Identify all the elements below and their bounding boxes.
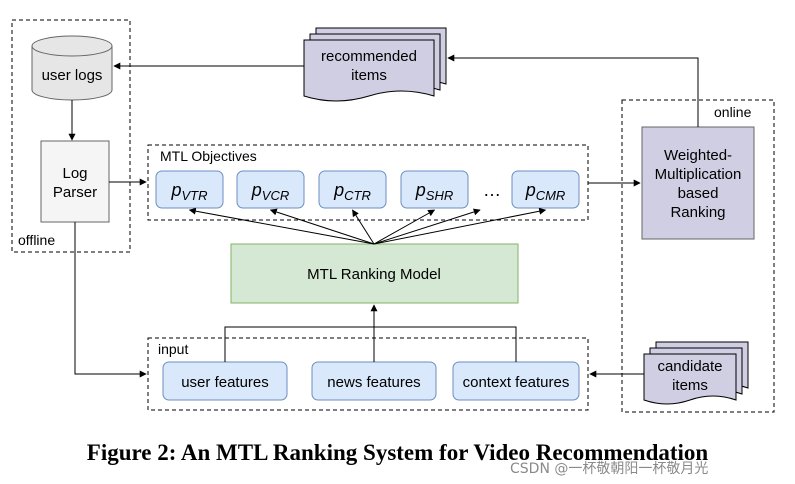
news-features-box: news features — [311, 361, 437, 401]
arrow-model-to-ctr — [352, 209, 375, 245]
context-features-box: context features — [452, 361, 580, 401]
online-label: online — [714, 104, 752, 120]
connectors — [68, 54, 699, 378]
arrow-model-to-vcr — [269, 208, 375, 245]
candidate-items-line1: candidate — [657, 358, 722, 375]
objective-box-ctr: pCTR — [318, 170, 387, 209]
arrow-ranking-to-recommended — [447, 54, 699, 127]
arrow-model-to-shr — [373, 209, 436, 245]
candidate-items-line2: items — [672, 377, 708, 394]
mtl-ranking-model-box: MTL Ranking Model — [230, 243, 519, 304]
watermark: CSDN @一杯敬朝阳一杯敬月光 — [510, 461, 709, 477]
user-logs-database: user logs — [31, 35, 113, 101]
weighted-ranking-line3: based — [678, 185, 719, 202]
objective-label-vtr: pVTR — [170, 180, 207, 203]
weighted-ranking-box: Weighted- Multiplication based Ranking — [641, 126, 755, 240]
arrow-model-to-ellipsis — [373, 208, 481, 245]
objectives-ellipsis: … — [483, 180, 501, 200]
mtl-objectives-label: MTL Objectives — [160, 148, 257, 164]
candidate-items-documents: candidate items — [643, 341, 749, 405]
weighted-ranking-line2: Multiplication — [655, 166, 742, 183]
recommended-items-documents: recommended items — [303, 27, 447, 102]
weighted-ranking-line1: Weighted- — [664, 147, 732, 164]
log-parser-line2: Parser — [53, 184, 97, 201]
user-features-box: user features — [162, 361, 288, 401]
input-label: input — [158, 341, 188, 357]
objectives-row: pVTR pVCR pCTR pSHR pCMR — [155, 170, 580, 209]
offline-group — [11, 19, 131, 253]
mtl-ranking-model-label: MTL Ranking Model — [307, 266, 441, 283]
figure-caption: Figure 2: An MTL Ranking System for Vide… — [86, 440, 709, 465]
objective-box-shr: pSHR — [400, 170, 469, 209]
arrow-parser-to-input — [74, 222, 147, 378]
online-group — [621, 99, 775, 413]
user-features-label: user features — [181, 374, 269, 391]
objective-label-cmr: pCMR — [525, 180, 566, 203]
log-parser-line1: Log — [62, 165, 87, 182]
weighted-ranking-line4: Ranking — [670, 204, 725, 221]
objective-box-cmr: pCMR — [511, 170, 580, 209]
objective-label-shr: pSHR — [415, 180, 453, 203]
objective-box-vtr: pVTR — [155, 170, 224, 209]
arrow-model-to-vtr — [188, 207, 375, 245]
objective-box-vcr: pVCR — [236, 170, 305, 209]
arrow-model-to-cmr — [373, 207, 547, 245]
objective-label-vcr: pVCR — [251, 180, 289, 203]
log-parser-box: Log Parser — [40, 140, 110, 223]
user-logs-label: user logs — [42, 67, 103, 84]
recommended-items-line2: items — [351, 67, 387, 84]
connector-features-to-model — [224, 326, 517, 362]
news-features-label: news features — [327, 374, 420, 391]
recommended-items-line1: recommended — [321, 48, 417, 65]
objective-label-ctr: pCTR — [333, 180, 371, 203]
offline-label: offline — [18, 232, 55, 248]
context-features-label: context features — [463, 374, 570, 391]
input-group — [147, 337, 589, 411]
model-to-objectives-arrows — [188, 207, 547, 245]
